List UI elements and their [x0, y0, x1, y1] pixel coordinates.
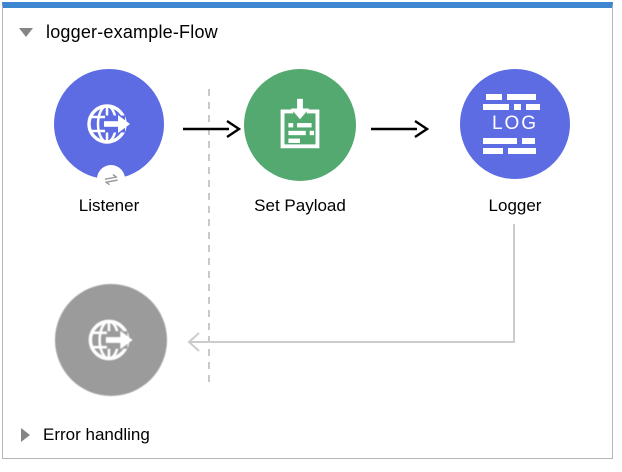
flow-title: logger-example-Flow: [46, 22, 218, 42]
connector-arrow-listener-setpayload: [183, 120, 242, 138]
connector-arrow-setpayload-logger: [371, 120, 430, 138]
flow-container: logger-example-Flow: [2, 2, 613, 459]
collapse-flow-toggle-icon[interactable]: [19, 28, 33, 37]
http-listener-globe-icon: [87, 104, 130, 144]
node-set-payload[interactable]: [244, 69, 356, 181]
node-label-set-payload: Set Payload: [254, 196, 346, 215]
expand-error-handling-toggle-icon[interactable]: [21, 428, 30, 442]
node-label-logger: Logger: [488, 196, 542, 215]
logger-icon-text: LOG: [491, 113, 539, 134]
flow-header: logger-example-Flow: [19, 22, 218, 43]
source-scope-dashed-divider: [208, 89, 210, 385]
http-response-globe-icon: [88, 319, 133, 361]
error-handling-label: Error handling: [43, 425, 150, 444]
logger-icon: LOG: [483, 94, 547, 154]
response-connector-gray: [187, 224, 515, 352]
node-logger[interactable]: LOG: [460, 69, 570, 179]
node-http-listener[interactable]: [54, 69, 164, 179]
node-http-response-ghost: [55, 284, 167, 396]
exchange-arrows-icon: ⇌: [102, 168, 120, 190]
node-label-listener: Listener: [78, 196, 140, 215]
error-handling-section: Error handling: [21, 425, 150, 445]
message-exchange-badge: ⇌: [97, 165, 125, 193]
set-payload-icon: [280, 98, 320, 149]
